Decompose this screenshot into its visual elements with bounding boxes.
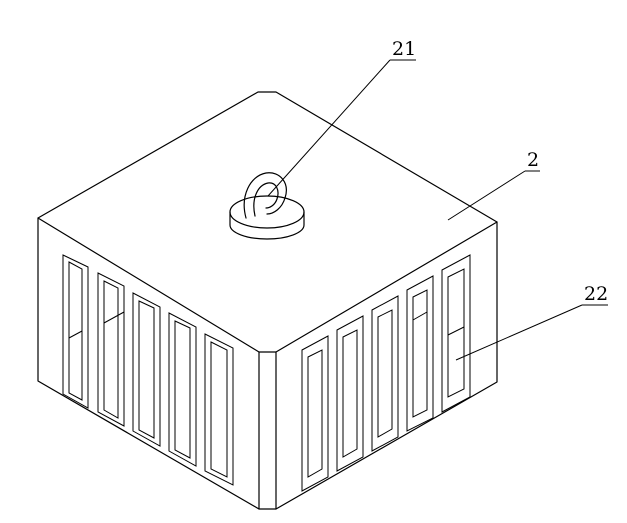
callouts: 21 2 22: [267, 38, 608, 361]
leader-line-22: [455, 304, 608, 361]
lifting-handle: [229, 172, 305, 240]
left-side-face: [37, 217, 260, 510]
vent-slot: [62, 254, 89, 409]
left-vent-slots: [62, 254, 234, 486]
right-side-face: [275, 221, 498, 510]
vent-slot: [174, 320, 191, 459]
vent-slot: [103, 280, 119, 419]
vent-slot: [210, 341, 228, 478]
vent-slot: [377, 309, 393, 438]
vent-slot: [168, 312, 197, 467]
inner-strut: [447, 326, 465, 336]
callout-label-22: 22: [584, 283, 608, 305]
vent-slot: [132, 292, 161, 447]
vent-slot: [406, 275, 434, 432]
right-vent-slots: [301, 254, 471, 492]
box-housing: [37, 91, 498, 510]
callout-label-2: 2: [527, 149, 539, 171]
top-face: [37, 91, 498, 353]
inner-strut: [412, 311, 428, 321]
vent-slot: [204, 333, 234, 486]
handle-base-side: [229, 211, 305, 240]
leader-line-2: [447, 170, 540, 221]
inner-strut: [68, 330, 83, 339]
handle-ring-inner: [253, 182, 279, 217]
vent-slot: [97, 272, 125, 427]
handle-ring-outer: [243, 172, 287, 219]
callout-label-21: 21: [392, 38, 416, 60]
leader-line-21: [267, 59, 416, 197]
vent-slot: [371, 295, 399, 452]
vent-slot: [138, 300, 155, 439]
handle-base-top: [229, 195, 305, 229]
vent-slot: [412, 289, 428, 418]
vent-slot: [342, 329, 358, 458]
vent-slot: [307, 349, 323, 478]
inner-strut: [103, 311, 125, 324]
vent-slot: [68, 261, 83, 401]
vent-slot: [441, 254, 471, 413]
vent-slot: [301, 335, 329, 492]
vent-slot: [336, 315, 364, 472]
vent-slot: [447, 268, 465, 398]
